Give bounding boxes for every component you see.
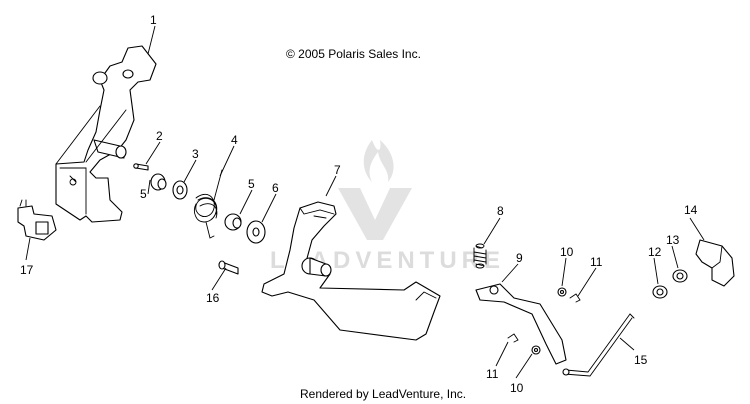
- callout-13: 13: [666, 233, 680, 247]
- part-17-switch: [17, 199, 57, 241]
- part-11b-clip: [507, 333, 519, 343]
- callout-7: 7: [334, 163, 341, 177]
- callout-3: 3: [192, 147, 199, 161]
- callout-12: 12: [648, 245, 662, 259]
- part-3-washer: [172, 180, 188, 200]
- callout-4: 4: [231, 133, 238, 147]
- callout-14: 14: [684, 203, 698, 217]
- callout-5a: 5: [140, 187, 147, 201]
- callout-11b: 11: [486, 367, 499, 381]
- part-9-lever: [475, 283, 567, 365]
- part-14-handle: [695, 239, 735, 287]
- callout-11a: 11: [590, 255, 603, 269]
- callout-9: 9: [516, 251, 523, 265]
- part-10b-washer: [531, 345, 541, 355]
- part-16-pin: [218, 260, 239, 275]
- callout-16: 16: [206, 291, 220, 305]
- part-15-rod: [562, 313, 635, 377]
- callout-10b: 10: [510, 381, 524, 395]
- part-11a-clip: [569, 293, 581, 303]
- part-5a-bushing: [150, 173, 167, 191]
- callout-2: 2: [156, 129, 163, 143]
- part-2-pin: [133, 163, 149, 171]
- part-1-bracket: [55, 45, 157, 223]
- callout-5b: 5: [248, 177, 255, 191]
- callout-10a: 10: [560, 245, 574, 259]
- part-12-bushing: [652, 285, 668, 299]
- part-10a-washer: [557, 287, 567, 297]
- part-13-nut: [672, 269, 688, 283]
- part-7-brake-pedal: [261, 201, 441, 341]
- part-6-washer: [246, 220, 266, 244]
- copyright-text: © 2005 Polaris Sales Inc.: [286, 47, 421, 61]
- callout-6: 6: [272, 181, 279, 195]
- footer-text: Rendered by LeadVenture, Inc.: [300, 387, 466, 401]
- part-4-spring: [193, 169, 223, 239]
- callout-15: 15: [634, 353, 648, 367]
- callout-8: 8: [497, 204, 504, 218]
- part-5b-bushing: [224, 213, 242, 231]
- callout-leaders: [25, 25, 705, 379]
- callout-1: 1: [150, 13, 157, 27]
- callout-labels: 1 2 3 4 5 5 6 7 8 9 10 10 11 11 12 13 14…: [20, 13, 698, 395]
- callout-17: 17: [20, 263, 34, 277]
- part-8-spring: [473, 243, 487, 269]
